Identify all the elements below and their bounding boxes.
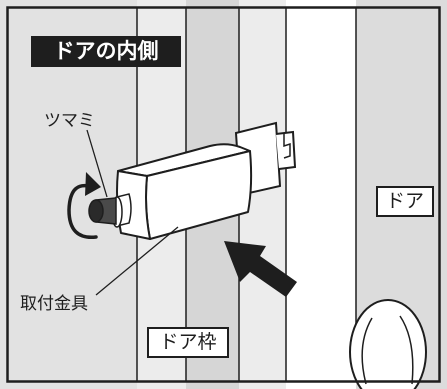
mounting-bracket: [116, 143, 253, 240]
bracket-leader: [95, 226, 179, 296]
door-gap: [286, 0, 356, 389]
bracket-label: 取付金具: [20, 294, 88, 314]
knob-leader: [86, 129, 108, 198]
title-badge: ドアの内側: [31, 36, 181, 67]
knob: [88, 193, 132, 228]
door-label: ドア: [376, 186, 434, 217]
rotate-arrow-icon: [67, 172, 101, 239]
figure-border: [6, 6, 441, 383]
door-frame-label: ドア枠: [147, 327, 229, 358]
push-arrow-icon: [224, 241, 297, 297]
knob-label: ツマミ: [44, 111, 95, 131]
door-knob: [349, 299, 427, 389]
